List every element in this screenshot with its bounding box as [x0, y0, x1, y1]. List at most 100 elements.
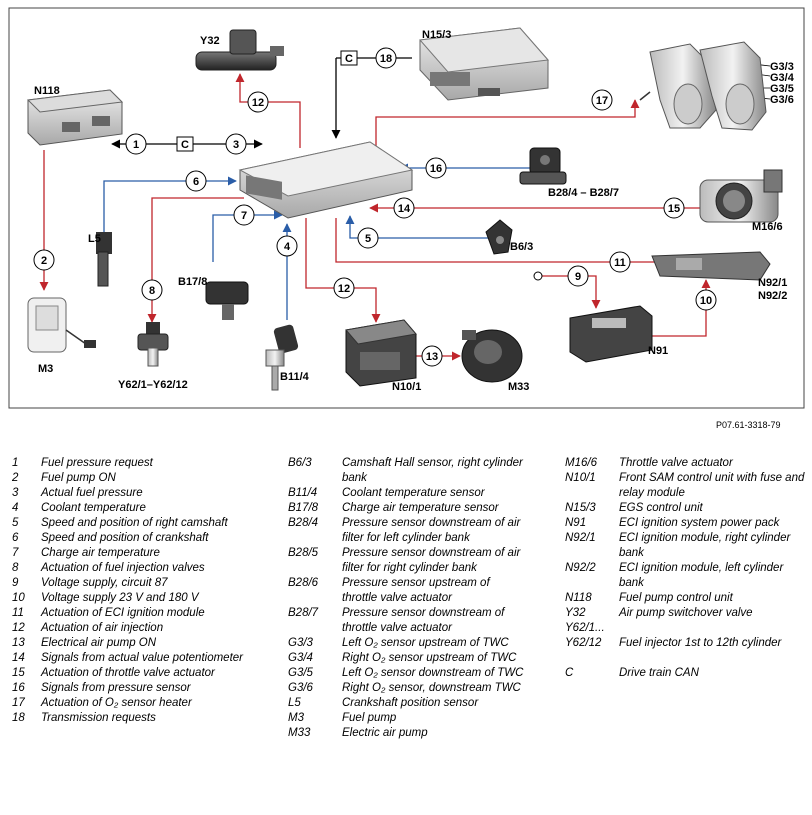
legend-value: Actuation of fuel injection valves [41, 562, 205, 574]
number-circle [185, 170, 207, 192]
b114-sensor [265, 324, 299, 391]
number-label: 9 [575, 271, 581, 283]
number-circle [567, 265, 589, 287]
line-17 [375, 99, 640, 148]
legend-value: ECI ignition module, left cylinder bank [619, 562, 784, 589]
number-circle [421, 345, 443, 367]
n91-power-pack [569, 305, 653, 363]
number-label: 7 [241, 210, 247, 222]
legend-key: 18 [12, 712, 25, 724]
number-label: 15 [668, 203, 680, 215]
number-circle [695, 289, 717, 311]
number-circle [125, 133, 147, 155]
legend-value: Right O₂ sensor, downstream TWC [342, 682, 521, 694]
legend-value: Fuel pump ON [41, 472, 116, 484]
number-circle [225, 133, 247, 155]
number-circle [393, 197, 415, 219]
legend-key: G3/4 [288, 652, 313, 664]
label-n153: N15/3 [422, 29, 451, 41]
legend-value: Camshaft Hall sensor, right cylinder ban… [342, 457, 523, 484]
legend-row: 11 Actuation of ECI ignition module [12, 606, 280, 621]
legend-value [619, 621, 807, 636]
catalytic-converters [639, 41, 767, 131]
can-box-2: C [340, 50, 358, 66]
n118-unit [26, 89, 124, 146]
label-n118: N118 [34, 85, 60, 97]
number-label: 14 [398, 203, 411, 215]
me-control-unit [238, 141, 414, 219]
legend-key: N92/2 [565, 562, 596, 574]
figure-reference: P07.61-3318-79 [716, 420, 781, 430]
legend-value [619, 651, 807, 666]
number-circle [333, 277, 355, 299]
legend-key: 6 [12, 532, 19, 544]
n92-ignition-module [651, 251, 771, 281]
legend-key: B28/4 [288, 517, 319, 529]
legend-key: B17/8 [288, 502, 319, 514]
legend-key: 9 [12, 577, 19, 589]
number-label: 18 [380, 53, 392, 65]
label-g34: G3/4 [770, 72, 795, 84]
label-m33: M33 [508, 381, 529, 393]
legend-value: Charge air temperature sensor [342, 502, 499, 514]
number-circle [141, 279, 163, 301]
legend-value: Fuel injector 1st to 12th cylinder [619, 637, 782, 649]
number-label: 17 [596, 95, 608, 107]
legend-value: Charge air temperature [41, 547, 160, 559]
legend-value: Left O₂ sensor downstream of TWC [342, 667, 524, 679]
number-label: 3 [233, 139, 239, 151]
number-label: 12 [338, 283, 350, 295]
legend-key: 5 [12, 517, 19, 529]
label-y621: Y62/1–Y62/12 [118, 379, 188, 391]
legend-value: Actual fuel pressure [41, 487, 143, 499]
legend-row: B28/5 Pressure sensor downstream of air f… [288, 546, 558, 576]
legend-value: Pressure sensor downstream of air filter… [342, 517, 521, 544]
legend-key: 17 [12, 697, 25, 709]
legend-value: Electrical air pump ON [41, 637, 157, 649]
n101-sam-unit [345, 319, 417, 387]
b28-pressure-sensor [519, 147, 567, 185]
legend-key: 14 [12, 652, 25, 664]
legend-key: 11 [12, 607, 24, 619]
legend-value: Actuation of air injection [41, 622, 164, 634]
legend-key: 16 [12, 682, 25, 694]
legend-key: N92/1 [565, 532, 596, 544]
legend-value: Actuation of ECI ignition module [41, 607, 205, 619]
number-circle [591, 89, 613, 111]
legend-key: 10 [12, 592, 25, 604]
label-m166: M16/6 [752, 221, 783, 233]
legend-value: Actuation of O₂ sensor heater [41, 697, 192, 709]
number-label: 4 [284, 241, 291, 253]
number-circle [663, 197, 685, 219]
number-label: 13 [426, 351, 438, 363]
terminal-87 [533, 271, 543, 281]
legend-row [565, 651, 810, 666]
line-7 [212, 210, 283, 262]
legend-value: Pressure sensor downstream of air filter… [342, 547, 521, 574]
legend-key: B28/5 [288, 547, 319, 559]
legend-value: Air pump switchover valve [619, 607, 753, 619]
number-circle [357, 227, 379, 249]
number-label: 5 [365, 233, 371, 245]
label-y32: Y32 [200, 35, 220, 47]
